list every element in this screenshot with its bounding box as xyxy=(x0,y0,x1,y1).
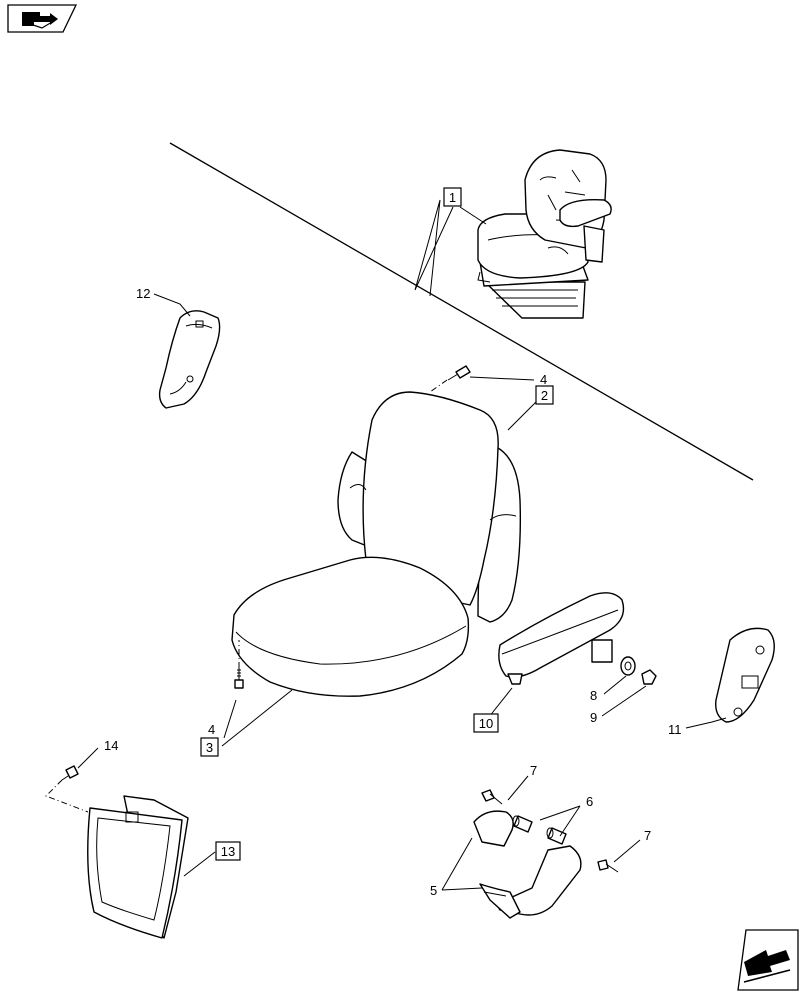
callout-3[interactable]: 3 xyxy=(200,737,219,757)
back-cover-part xyxy=(87,795,189,939)
bolt-part xyxy=(597,859,619,873)
svg-text:13: 13 xyxy=(221,844,235,859)
callout-14[interactable]: 14 xyxy=(104,738,118,753)
seat-cushion-part xyxy=(231,556,470,697)
armrest-part xyxy=(498,592,625,685)
callout-10[interactable]: 10 xyxy=(473,713,499,733)
callout-7[interactable]: 7 xyxy=(530,763,537,778)
bolt-part xyxy=(481,789,503,805)
callout-8[interactable]: 8 xyxy=(590,688,597,703)
callout-9[interactable]: 9 xyxy=(590,710,597,725)
spacer-part xyxy=(512,815,533,833)
bracket-part xyxy=(715,627,775,723)
nut-part xyxy=(641,669,657,685)
callout-7[interactable]: 7 xyxy=(644,828,651,843)
screw-part xyxy=(234,640,244,689)
seat-belt-part xyxy=(473,810,582,919)
callout-2[interactable]: 2 xyxy=(535,385,554,405)
callout-6[interactable]: 6 xyxy=(586,794,593,809)
side-cover-part xyxy=(158,310,221,409)
washer-part xyxy=(620,656,636,676)
leader-lines xyxy=(77,199,727,891)
callout-12[interactable]: 12 xyxy=(136,286,150,301)
callout-4[interactable]: 4 xyxy=(540,372,547,387)
svg-text:10: 10 xyxy=(479,716,493,731)
callout-11[interactable]: 11 xyxy=(668,722,682,737)
screw-part xyxy=(429,365,471,393)
spacer-part xyxy=(546,827,567,845)
callout-5[interactable]: 5 xyxy=(430,883,437,898)
seat-assembly xyxy=(477,149,612,319)
screw-part xyxy=(45,765,89,813)
callout-13[interactable]: 13 xyxy=(215,841,241,861)
callout-1[interactable]: 1 xyxy=(443,187,462,207)
svg-text:1: 1 xyxy=(449,190,456,205)
svg-text:2: 2 xyxy=(541,388,548,403)
book-arrow-icon[interactable] xyxy=(7,4,78,33)
svg-text:3: 3 xyxy=(206,740,213,755)
next-page-arrow-icon[interactable] xyxy=(737,929,799,991)
backrest-part xyxy=(337,391,522,623)
separator-line xyxy=(169,142,754,481)
callout-4[interactable]: 4 xyxy=(208,722,215,737)
